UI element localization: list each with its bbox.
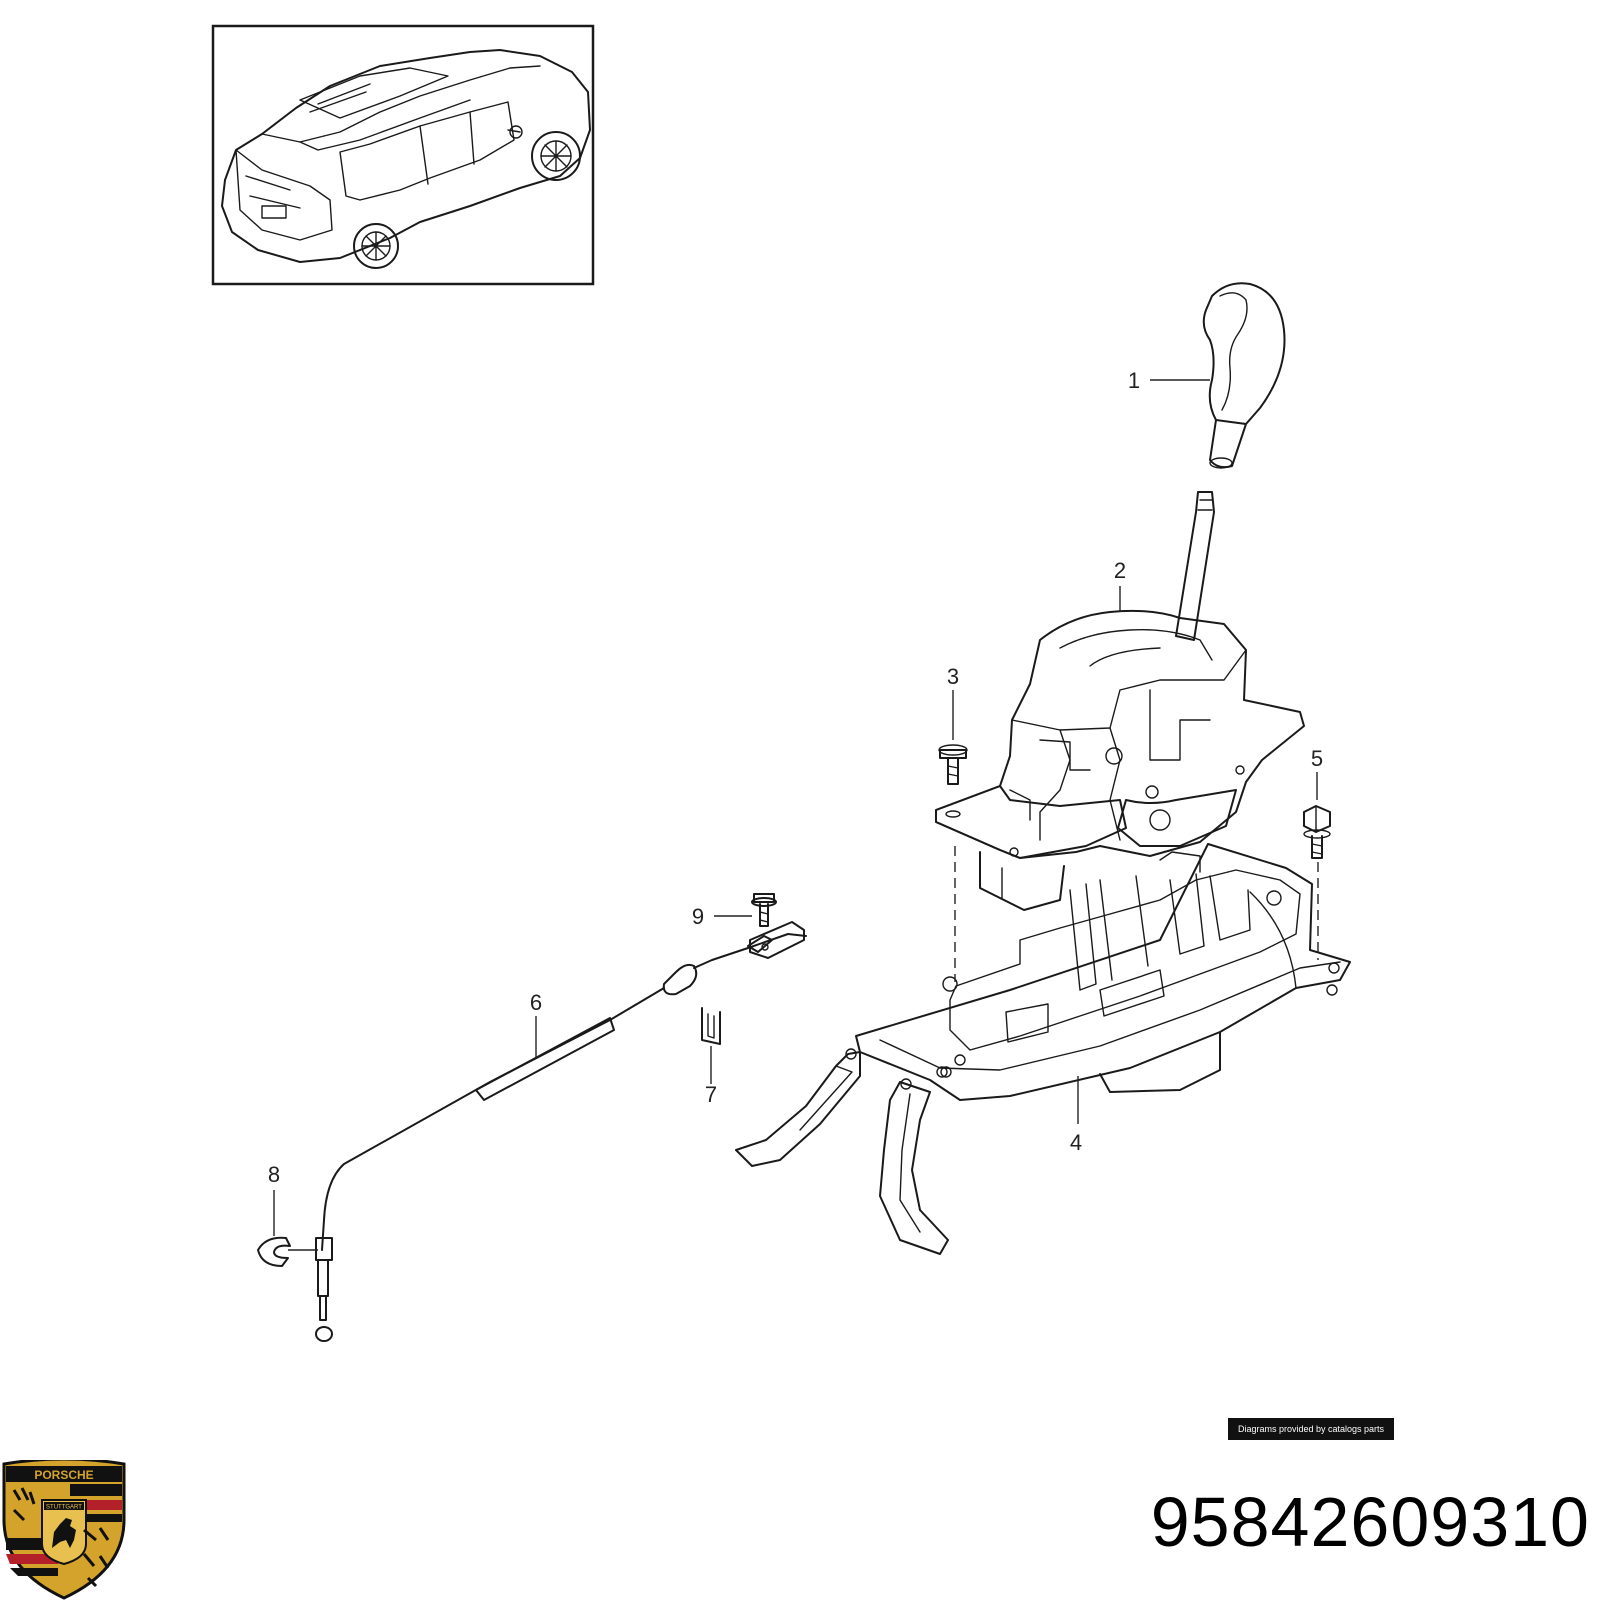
- callout-7: 7: [705, 1082, 717, 1107]
- bolt-part-5: [1303, 805, 1331, 859]
- diagram-credit: Diagrams provided by catalogs parts: [1228, 1418, 1394, 1440]
- housing-bracket: [735, 843, 1351, 1255]
- porsche-crest-logo: PORSCHE STUTTGART: [2, 1460, 126, 1600]
- logo-brand-text: PORSCHE: [34, 1468, 93, 1482]
- logo-city-text: STUTTGART: [46, 1505, 82, 1511]
- shift-lever-assembly: [935, 491, 1305, 911]
- suv-illustration: [221, 49, 591, 269]
- callout-9: 9: [692, 904, 704, 929]
- callout-2: 2: [1114, 558, 1126, 583]
- part-number: 95842609310: [1150, 1483, 1590, 1561]
- cable-end-bracket: [749, 921, 805, 959]
- vehicle-locator-inset: [211, 24, 595, 286]
- callout-8: 8: [268, 1162, 280, 1187]
- screw-part-9: [751, 893, 777, 927]
- retaining-clip-part-7: [701, 1007, 721, 1045]
- callout-1: 1: [1128, 368, 1140, 393]
- callout-4: 4: [1070, 1130, 1082, 1155]
- callout-5: 5: [1311, 746, 1323, 771]
- gear-knob: [1202, 282, 1286, 469]
- circlip-part-8: [257, 1236, 291, 1267]
- callout-6: 6: [530, 990, 542, 1015]
- shift-cable: [315, 933, 807, 1342]
- screw-part-3: [938, 744, 968, 818]
- callout-3: 3: [947, 664, 959, 689]
